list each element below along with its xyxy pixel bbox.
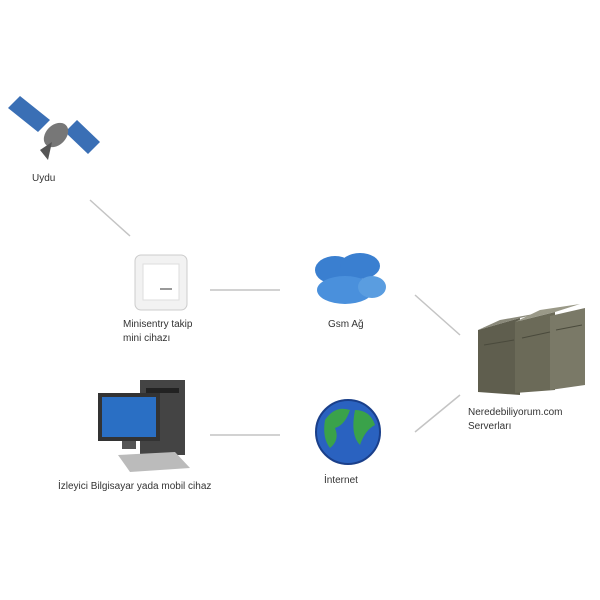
connector-internet-servers [414, 394, 461, 433]
tracker-label-line2: mini cihazı [123, 333, 171, 344]
computer-icon [98, 380, 190, 472]
satellite-label: Uydu [32, 173, 56, 184]
servers-label-line1: Neredebiliyorum.com [468, 407, 563, 418]
servers-label-line2: Serverları [468, 421, 512, 432]
satellite-icon [8, 96, 100, 160]
server-rack-icon [478, 304, 585, 395]
globe-icon [315, 399, 381, 465]
tracker-device-icon [134, 254, 188, 311]
internet-label: İnternet [324, 475, 358, 486]
servers-label: Neredebiliyorum.com Serverları [468, 406, 562, 434]
viewer-label: İzleyici Bilgisayar yada mobil cihaz [58, 481, 212, 492]
tracker-label: Minisentry takip mini cihazı [123, 318, 192, 346]
tracker-label-line1: Minisentry takip [123, 319, 193, 330]
connector-gsm-servers [414, 294, 461, 336]
cloud-icon [315, 253, 386, 304]
gsm-label: Gsm Ağ [328, 319, 364, 330]
connector-satellite-tracker [89, 199, 131, 237]
connectors [89, 199, 461, 436]
